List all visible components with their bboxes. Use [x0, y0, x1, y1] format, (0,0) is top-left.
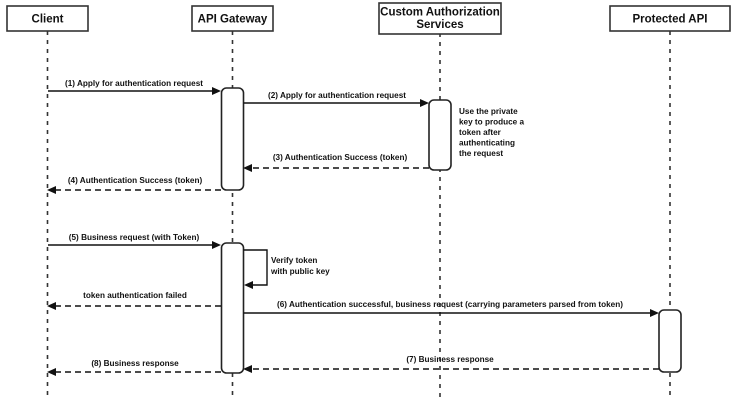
actor-box-client	[6, 5, 89, 32]
actor-authsvc[interactable]: Custom Authorization Services	[378, 2, 502, 35]
actor-client[interactable]: Client	[6, 5, 89, 32]
message-1-arrowhead	[212, 87, 221, 95]
message-4-auth-success-token[interactable]: (4) Authentication Success (token)	[47, 176, 221, 194]
activations-group	[220, 87, 682, 374]
message-self-verify-token[interactable]: Verify token with public key	[243, 249, 331, 289]
message-5-label: (5) Business request (with Token)	[69, 233, 200, 242]
actor-box-gateway	[191, 5, 274, 32]
message-self-verify-token-label-line2: with public key	[270, 267, 330, 276]
message-7-label: (7) Business response	[406, 355, 494, 364]
activation-gateway-auth	[220, 87, 245, 191]
actor-headers-group: Client API Gateway Custom Authorization …	[6, 2, 731, 35]
message-fail-arrowhead	[47, 302, 56, 310]
actor-label-client: Client	[32, 14, 64, 26]
message-3-arrowhead	[243, 164, 252, 172]
message-4-arrowhead	[47, 186, 56, 194]
message-3-label: (3) Authentication Success (token)	[273, 153, 408, 162]
message-6-arrowhead	[650, 309, 659, 317]
lifelines-group	[46, 31, 671, 398]
message-1-apply-auth-request[interactable]: (1) Apply for authentication request	[48, 79, 221, 95]
actor-label-gateway: API Gateway	[198, 14, 268, 26]
message-2-apply-auth-request[interactable]: (2) Apply for authentication request	[243, 91, 430, 107]
message-2-label: (2) Apply for authentication request	[268, 91, 406, 100]
note-private-key-line-4: authenticating	[459, 139, 515, 148]
message-5-business-request-with-token[interactable]: (5) Business request (with Token)	[48, 233, 221, 249]
note-private-key-line-2: key to produce a	[459, 118, 525, 127]
actor-label-authsvc-line1: Custom Authorization	[380, 7, 500, 19]
message-7-arrowhead	[243, 365, 252, 373]
message-8-business-response[interactable]: (8) Business response	[47, 359, 221, 376]
activation-gateway-business	[220, 242, 245, 374]
actor-label-authsvc-line2: Services	[416, 19, 463, 31]
message-8-label: (8) Business response	[91, 359, 179, 368]
message-6-auth-successful-business-request[interactable]: (6) Authentication successful, business …	[243, 300, 660, 317]
message-fail-label: token authentication failed	[83, 291, 187, 300]
actor-box-authsvc	[378, 2, 502, 35]
note-private-key-line-1: Use the private	[459, 107, 518, 116]
message-7-business-response[interactable]: (7) Business response	[243, 355, 659, 373]
message-self-verify-token-path	[243, 249, 268, 286]
actor-box-protapi	[609, 5, 731, 32]
note-private-key-line-3: token after	[459, 128, 502, 137]
note-private-key-line-5: the request	[459, 149, 503, 158]
message-6-label: (6) Authentication successful, business …	[277, 300, 623, 309]
message-3-auth-success-token[interactable]: (3) Authentication Success (token)	[243, 153, 429, 172]
message-5-arrowhead	[212, 241, 221, 249]
actor-protapi[interactable]: Protected API	[609, 5, 731, 32]
note-private-key: Use the private key to produce a token a…	[459, 107, 525, 158]
activation-protapi	[658, 309, 682, 373]
message-self-verify-token-arrowhead	[244, 281, 253, 289]
message-4-label: (4) Authentication Success (token)	[68, 176, 203, 185]
message-1-label: (1) Apply for authentication request	[65, 79, 203, 88]
activation-authsvc	[428, 99, 452, 171]
actor-label-protapi: Protected API	[633, 14, 708, 26]
message-2-arrowhead	[420, 99, 429, 107]
message-self-verify-token-label-line1: Verify token	[271, 256, 317, 265]
actor-gateway[interactable]: API Gateway	[191, 5, 274, 32]
message-8-arrowhead	[47, 368, 56, 376]
message-token-authentication-failed[interactable]: token authentication failed	[47, 291, 221, 310]
